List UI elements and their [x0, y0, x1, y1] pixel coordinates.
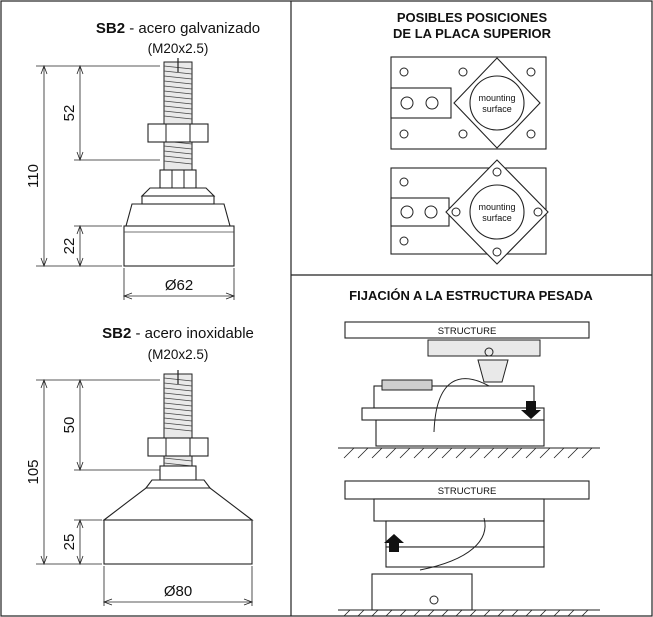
- title-galvanized: SB2 - acero galvanizado: [96, 20, 260, 37]
- mounting-label-1: mounting: [478, 93, 515, 103]
- plate-positions-panel: POSIBLES POSICIONES DE LA PLACA SUPERIOR…: [390, 10, 552, 265]
- plate-positions-title-line1: POSIBLES POSICIONES: [397, 10, 548, 25]
- dim-thread-label: 52: [61, 105, 78, 122]
- structure-label-top: STRUCTURE: [438, 326, 497, 337]
- foot-galvanized-drawing: [123, 58, 235, 267]
- thread-label: (M20x2.5): [148, 347, 209, 362]
- fixing-panel: FIJACIÓN A LA ESTRUCTURA PESADA STRUCTUR…: [338, 288, 600, 617]
- dim-base-label: 22: [61, 238, 78, 255]
- plate-positions-title-line2: DE LA PLACA SUPERIOR: [393, 26, 552, 41]
- dim-total-label: 105: [25, 459, 42, 484]
- material-label: - acero galvanizado: [125, 20, 260, 37]
- dim-thread-label: 50: [61, 417, 78, 434]
- fixing-title: FIJACIÓN A LA ESTRUCTURA PESADA: [349, 288, 593, 303]
- dimensions-galvanized: 110 52 22 Ø62: [25, 64, 236, 300]
- foot-galvanized-panel: SB2 - acero galvanizado (M20x2.5): [25, 20, 260, 300]
- foot-stainless-drawing: [102, 370, 254, 565]
- dim-base-label: 25: [61, 534, 78, 551]
- model-label: SB2: [96, 20, 125, 37]
- dim-diameter-label: Ø80: [164, 583, 192, 600]
- surface-label-1: surface: [482, 104, 512, 114]
- title-stainless: SB2 - acero inoxidable: [102, 325, 254, 342]
- assembly-load-down: STRUCTURE: [338, 321, 600, 459]
- material-label: - acero inoxidable: [131, 325, 254, 342]
- structure-label-bottom: STRUCTURE: [438, 486, 497, 497]
- dimensions-stainless: 105 50 25 Ø80: [25, 378, 254, 606]
- model-label: SB2: [102, 325, 131, 342]
- foot-stainless-panel: SB2 - acero inoxidable (M20x2.5) 105: [25, 325, 254, 606]
- dim-diameter-label: Ø62: [165, 277, 193, 294]
- assembly-load-up: STRUCTURE: [338, 480, 600, 617]
- thread-label: (M20x2.5): [148, 41, 209, 56]
- plate-position-2: mounting surface: [390, 159, 549, 265]
- mounting-label-2: mounting: [478, 202, 515, 212]
- surface-label-2: surface: [482, 213, 512, 223]
- dim-total-label: 110: [25, 164, 42, 188]
- plate-position-1: mounting surface: [390, 56, 547, 150]
